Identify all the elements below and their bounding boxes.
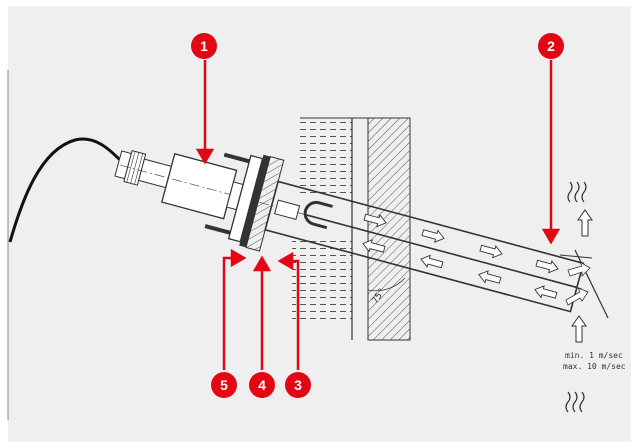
tip-edge [574,249,609,319]
tip-intake [559,254,593,259]
callout-4-label: 4 [258,377,266,393]
flow-speed-max: max. 10 m/sec [563,362,626,371]
flow-arrows-return [362,239,558,299]
callout-1-label: 1 [200,38,208,54]
intake-arrow [567,260,591,277]
callout-3: 3 [285,372,311,398]
callout-5-label: 5 [220,377,228,393]
sensor-cable [8,137,122,243]
flow-direction-arrow-bottom [571,315,587,343]
flow-u-turn [303,200,333,230]
diagram-panel [8,6,631,442]
callout-5: 5 [211,372,237,398]
duct-wall [292,117,411,341]
flow-arrows-out [363,213,559,274]
gasket [239,154,271,248]
flow-direction-arrow-top [577,209,593,237]
callout-2-label: 2 [547,38,555,54]
callout-3-label: 3 [294,377,302,393]
tube-divider [305,213,578,289]
gas-flow-symbol-bottom [565,391,585,413]
probe-assembly [114,150,585,313]
callout-2: 2 [538,33,564,59]
gas-flow-symbol-top [567,181,587,203]
callout-4: 4 [249,372,275,398]
callout-leaders [195,60,561,370]
outlet-arrow [565,287,589,306]
angle-arc [367,277,406,292]
flow-speed-min: min. 1 m/sec [565,351,623,360]
callout-1: 1 [191,33,217,59]
